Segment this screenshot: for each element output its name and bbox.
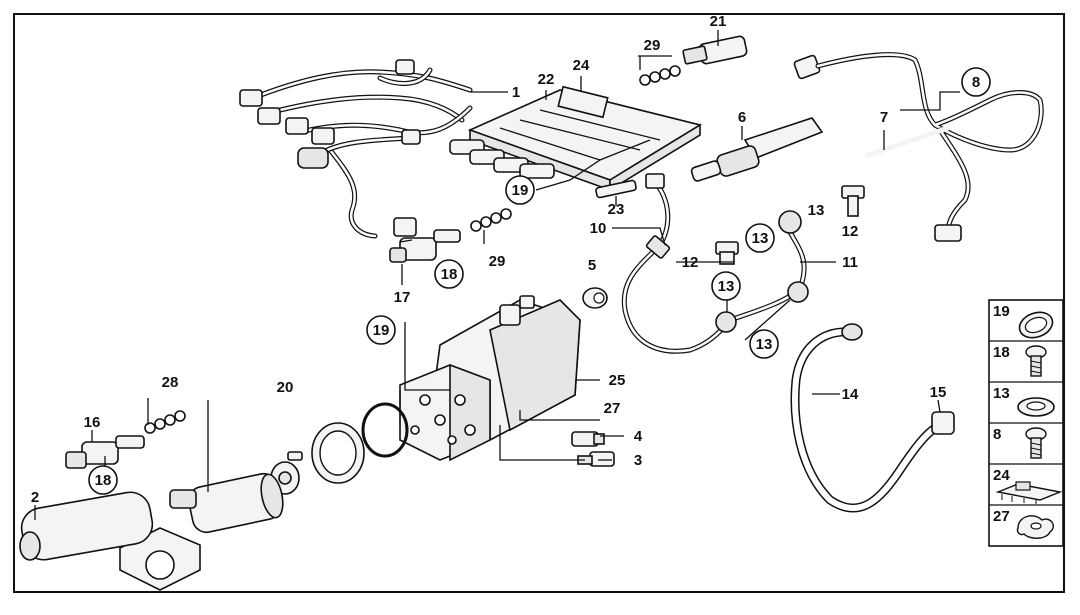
cable-7	[793, 52, 1044, 242]
callout-circles	[88, 67, 991, 495]
label-14: 14	[842, 386, 859, 403]
part-labels: 1 2 3 4 5 6 7 8 10 11 12 12 13 13 13 13 …	[31, 13, 980, 506]
pressure-switch-3	[577, 451, 615, 467]
label-3: 3	[634, 452, 642, 469]
label-24: 24	[573, 57, 590, 74]
label-10: 10	[590, 220, 607, 237]
solenoid-16	[65, 410, 186, 469]
label-18: 18	[441, 266, 458, 283]
label-8: 8	[972, 74, 980, 91]
solenoid-21	[639, 35, 748, 86]
hose-14	[790, 323, 955, 513]
label-2: 2	[31, 489, 39, 506]
label-12: 12	[842, 223, 859, 240]
label-16: 16	[84, 414, 101, 431]
wiring-harness	[239, 59, 473, 239]
label-13b: 13	[752, 230, 769, 247]
label-19b: 19	[373, 322, 390, 339]
legend-num-27: 27	[993, 508, 1010, 525]
label-25: 25	[609, 372, 626, 389]
circuit-plate-icon	[995, 481, 1063, 504]
label-15: 15	[930, 384, 947, 401]
label-29: 29	[644, 37, 661, 54]
label-19: 19	[512, 182, 529, 199]
label-7: 7	[880, 109, 888, 126]
legend-num-19: 19	[993, 303, 1010, 320]
label-12b: 12	[682, 254, 699, 271]
solenoid-17	[389, 208, 512, 263]
label-1: 1	[512, 84, 520, 101]
label-29b: 29	[489, 253, 506, 270]
clip-icon	[1016, 515, 1054, 539]
label-20: 20	[277, 379, 294, 396]
hydraulic-line-11	[715, 210, 809, 333]
label-21: 21	[710, 13, 727, 30]
label-23: 23	[608, 201, 625, 218]
label-13c: 13	[718, 278, 735, 295]
label-13: 13	[808, 202, 825, 219]
diagram-frame	[13, 13, 1065, 593]
label-6: 6	[738, 109, 746, 126]
torx-bolt-icon	[1025, 345, 1047, 377]
label-27: 27	[604, 400, 621, 417]
accumulator-assembly	[119, 422, 365, 591]
pressure-sensor-6	[690, 117, 824, 182]
label-4: 4	[634, 428, 643, 445]
label-22: 22	[538, 71, 555, 88]
label-13d: 13	[756, 336, 773, 353]
hydraulic-unit	[361, 295, 581, 462]
label-18b: 18	[95, 472, 112, 489]
seal-5	[582, 287, 608, 309]
seal-ring-icon	[1018, 311, 1054, 339]
leader-lines	[34, 30, 960, 520]
legend-num-24: 24	[993, 467, 1010, 484]
legend-num-13: 13	[993, 385, 1010, 402]
bolt-12	[715, 185, 865, 265]
hydraulic-line-10	[621, 173, 731, 354]
label-28: 28	[162, 374, 179, 391]
hex-socket-bolt-icon	[1025, 427, 1047, 459]
legend-table: 19 18 13 8 24 27	[988, 299, 1064, 547]
pin-23	[595, 179, 637, 199]
label-17: 17	[394, 289, 411, 306]
label-11: 11	[842, 254, 858, 271]
legend-num-8: 8	[993, 426, 1001, 443]
pressure-switch-4	[571, 431, 605, 447]
accumulator-2	[19, 491, 154, 561]
sealing-washer-icon	[1017, 397, 1055, 417]
label-5: 5	[588, 257, 596, 274]
legend-num-18: 18	[993, 344, 1010, 361]
